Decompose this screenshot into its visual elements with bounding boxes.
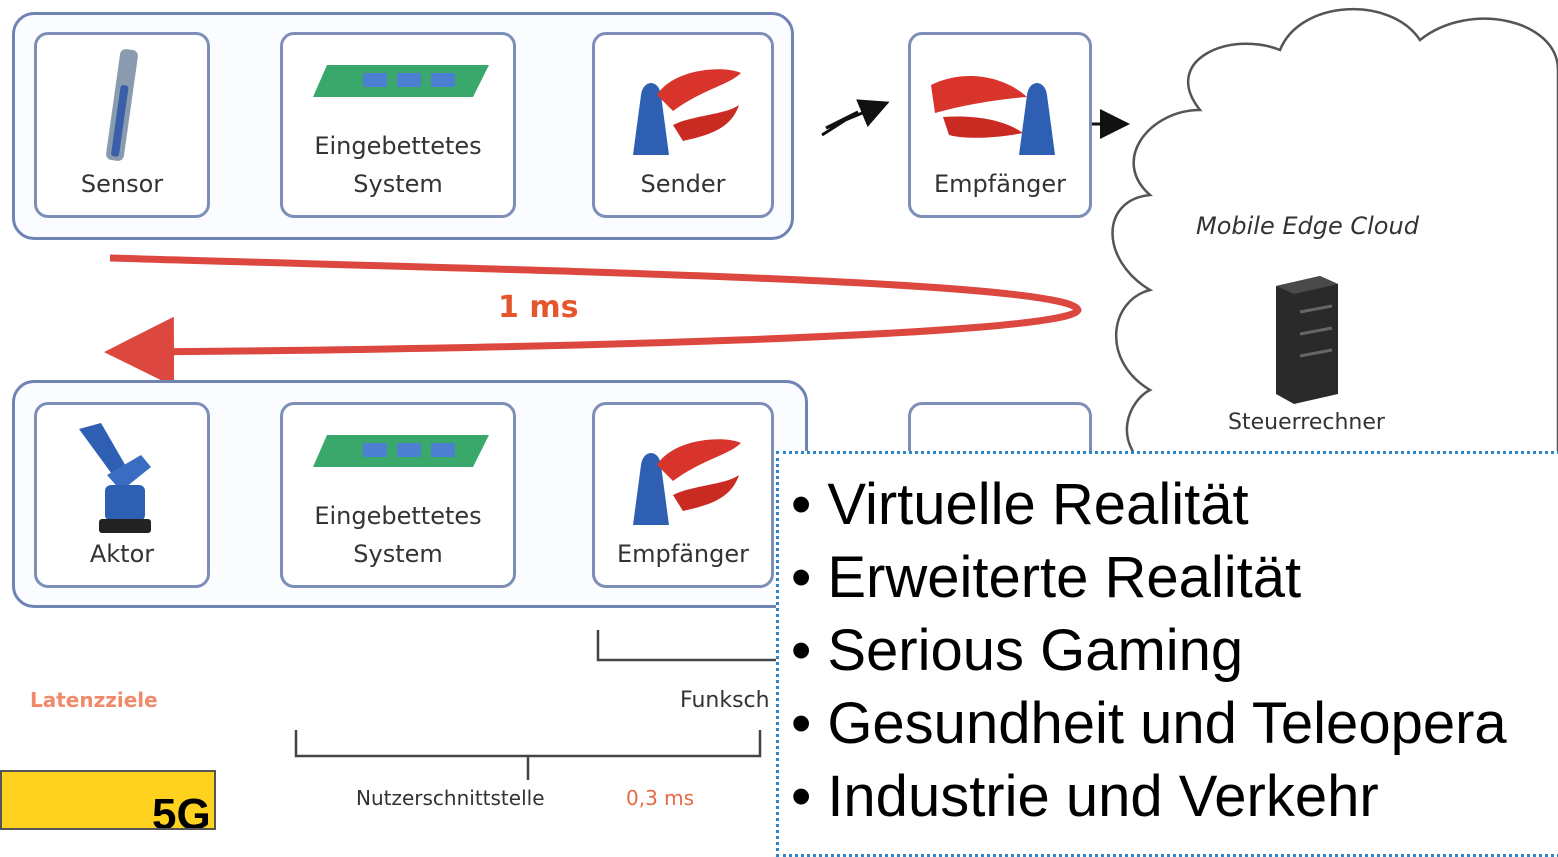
use-case-item: Industrie und Verkehr bbox=[791, 760, 1558, 833]
receiver-label-bottom: Empfänger bbox=[595, 537, 771, 571]
server-icon bbox=[1268, 276, 1342, 406]
sender-label: Sender bbox=[595, 167, 771, 201]
antenna-sender-icon bbox=[613, 55, 753, 165]
embedded-label-line2: System bbox=[283, 167, 513, 201]
embedded-label-line1: Eingebettetes bbox=[283, 129, 513, 163]
technology-badge: 5G bbox=[0, 770, 216, 830]
user-interface-label: Nutzerschnittstelle bbox=[356, 786, 545, 810]
use-case-item: Virtuelle Realität bbox=[791, 468, 1558, 541]
embedded-label-line2-bottom: System bbox=[283, 537, 513, 571]
server-label: Steuerrechner bbox=[1228, 410, 1385, 435]
embedded-system-box-top: Eingebettetes System bbox=[280, 32, 516, 218]
use-case-panel: Virtuelle Realität Erweiterte Realität S… bbox=[776, 451, 1558, 857]
latency-loop-arrow bbox=[110, 258, 1078, 352]
antenna-receiver-icon bbox=[613, 425, 753, 535]
sensor-label: Sensor bbox=[37, 167, 207, 201]
receiver-box-bottom: Empfänger bbox=[592, 402, 774, 588]
embedded-system-box-bottom: Eingebettetes System bbox=[280, 402, 516, 588]
latency-loop-label: 1 ms bbox=[498, 290, 578, 325]
receiver-label-top: Empfänger bbox=[911, 167, 1089, 201]
actuator-box: Aktor bbox=[34, 402, 210, 588]
user-interface-value: 0,3 ms bbox=[626, 786, 694, 810]
radio-interface-bracket bbox=[598, 630, 780, 660]
chip-board-icon bbox=[313, 61, 493, 101]
user-interface-bracket bbox=[296, 730, 760, 780]
robot-arm-icon bbox=[67, 415, 177, 535]
use-case-item: Gesundheit und Teleopera bbox=[791, 687, 1558, 760]
chip-board-icon bbox=[313, 431, 493, 471]
sensor-box: Sensor bbox=[34, 32, 210, 218]
sensor-icon bbox=[99, 45, 145, 165]
actuator-label: Aktor bbox=[37, 537, 207, 571]
cloud-label: Mobile Edge Cloud bbox=[1196, 212, 1419, 240]
use-case-list: Virtuelle Realität Erweiterte Realität S… bbox=[779, 454, 1558, 833]
radio-interface-label: Funksch bbox=[680, 688, 770, 713]
use-case-item: Serious Gaming bbox=[791, 614, 1558, 687]
sender-box: Sender bbox=[592, 32, 774, 218]
antenna-receiver-icon bbox=[923, 55, 1073, 165]
wireless-zigzag bbox=[822, 104, 884, 135]
embedded-label-line1-bottom: Eingebettetes bbox=[283, 499, 513, 533]
latency-goals-label: Latenzziele bbox=[30, 688, 158, 712]
technology-badge-label: 5G bbox=[2, 790, 211, 830]
receiver-box-top: Empfänger bbox=[908, 32, 1092, 218]
use-case-item: Erweiterte Realität bbox=[791, 541, 1558, 614]
